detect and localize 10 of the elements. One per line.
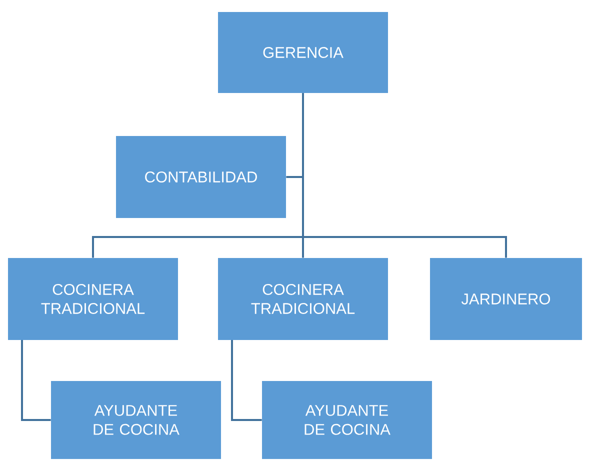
- connector-line: [231, 340, 262, 421]
- org-box: CONTABILIDAD: [116, 136, 286, 218]
- org-box: JARDINERO: [430, 258, 582, 340]
- org-box: AYUDANTE DE COCINA: [51, 381, 221, 459]
- org-box: GERENCIA: [218, 12, 388, 93]
- connector-line: [302, 93, 507, 258]
- org-box: COCINERA TRADICIONAL: [218, 258, 388, 340]
- org-box: AYUDANTE DE COCINA: [262, 381, 432, 459]
- connector-line: [21, 340, 51, 421]
- org-box: COCINERA TRADICIONAL: [8, 258, 178, 340]
